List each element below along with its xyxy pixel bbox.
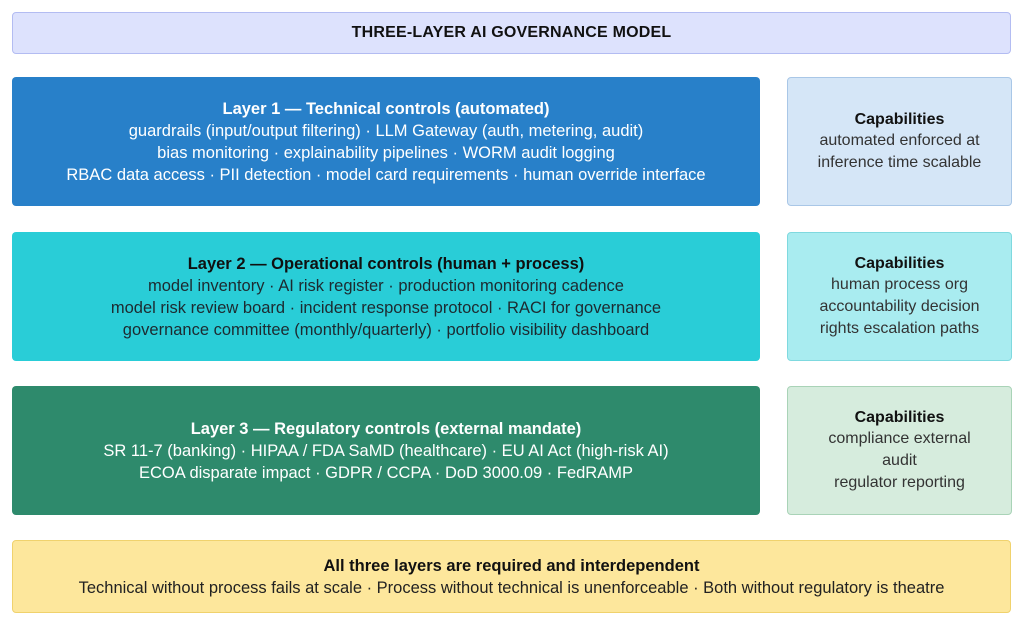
- layer-3-line-1: SR 11-7 (banking) · HIPAA / FDA SaMD (he…: [103, 441, 669, 460]
- footer-text: Technical without process fails at scale…: [78, 578, 945, 597]
- footer-heading: All three layers are required and interd…: [323, 556, 700, 575]
- layer-2-line-1: model inventory · AI risk register · pro…: [148, 276, 624, 295]
- capabilities-box-3: Capabilities compliance external audit r…: [787, 386, 1012, 515]
- capabilities-2-heading: Capabilities: [854, 255, 945, 272]
- capabilities-1-line-2: inference time scalable: [817, 154, 982, 171]
- capabilities-3-line-3: regulator reporting: [834, 474, 965, 491]
- layer-2-line-3: governance committee (monthly/quarterly)…: [122, 320, 650, 339]
- diagram-title: THREE-LAYER AI GOVERNANCE MODEL: [351, 24, 672, 41]
- footer-summary-box: All three layers are required and interd…: [12, 540, 1011, 613]
- layer-1-box: Layer 1 — Technical controls (automated)…: [12, 77, 760, 206]
- capabilities-box-1: Capabilities automated enforced at infer…: [787, 77, 1012, 206]
- capabilities-1-line-1: automated enforced at: [819, 132, 980, 149]
- capabilities-3-heading: Capabilities: [854, 409, 945, 426]
- capabilities-3-line-1: compliance external: [828, 430, 971, 447]
- capabilities-1-heading: Capabilities: [854, 111, 945, 128]
- layer-2-box: Layer 2 — Operational controls (human + …: [12, 232, 760, 361]
- capabilities-2-line-3: rights escalation paths: [819, 320, 980, 337]
- layer-1-line-1: guardrails (input/output filtering) · LL…: [128, 121, 644, 140]
- layer-1-heading: Layer 1 — Technical controls (automated): [222, 99, 550, 118]
- capabilities-box-2: Capabilities human process org accountab…: [787, 232, 1012, 361]
- diagram-title-bar: THREE-LAYER AI GOVERNANCE MODEL: [12, 12, 1011, 54]
- layer-1-line-3: RBAC data access · PII detection · model…: [66, 165, 706, 184]
- layer-2-line-2: model risk review board · incident respo…: [110, 298, 662, 317]
- layer-3-heading: Layer 3 — Regulatory controls (external …: [190, 419, 582, 438]
- layer-2-heading: Layer 2 — Operational controls (human + …: [187, 254, 585, 273]
- layer-1-line-2: bias monitoring · explainability pipelin…: [157, 143, 615, 162]
- layer-3-box: Layer 3 — Regulatory controls (external …: [12, 386, 760, 515]
- capabilities-2-line-1: human process org: [831, 276, 968, 293]
- layer-3-line-2: ECOA disparate impact · GDPR / CCPA · Do…: [139, 463, 633, 482]
- capabilities-2-line-2: accountability decision: [819, 298, 980, 315]
- capabilities-3-line-2: audit: [882, 452, 917, 469]
